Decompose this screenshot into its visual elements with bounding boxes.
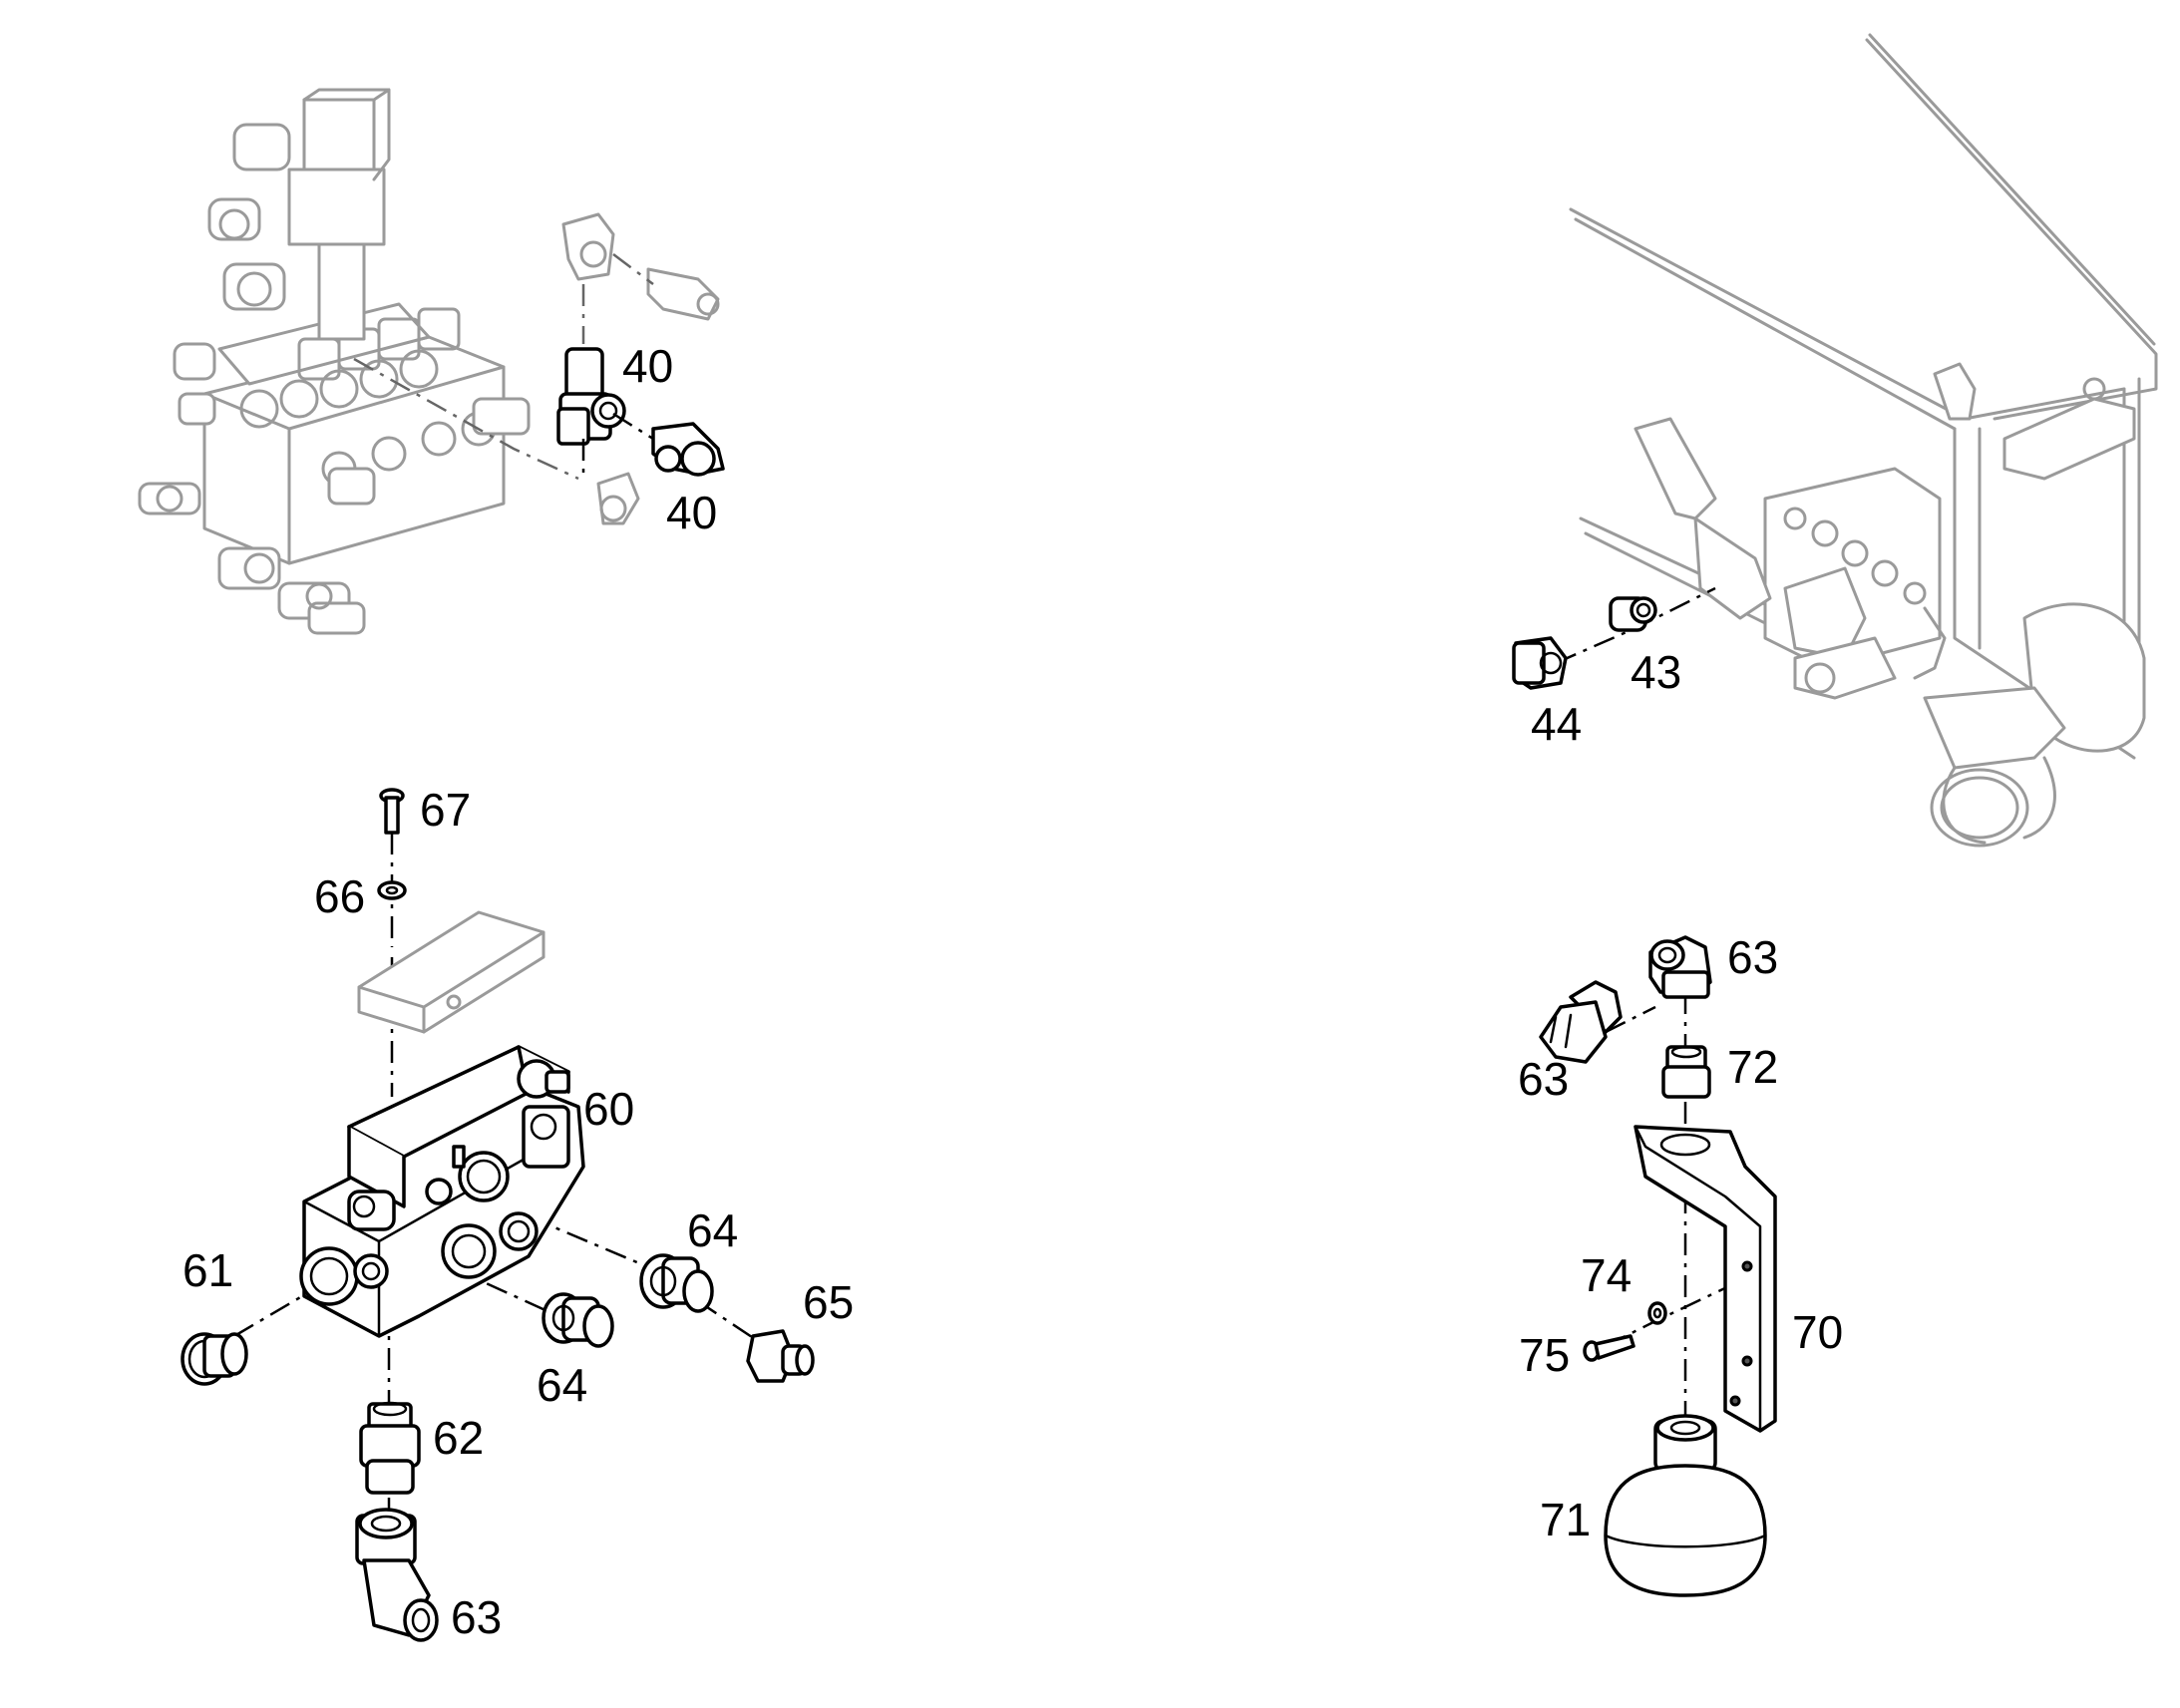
elbow-fitting-ghost-lower	[596, 472, 640, 525]
callout-70: 70	[1792, 1306, 1843, 1358]
adapter-72[interactable]	[1661, 1045, 1711, 1099]
elbow-fitting-63-upper[interactable]	[1648, 935, 1712, 999]
valve-body-60[interactable]	[299, 1045, 585, 1338]
valve-block-assembly	[138, 88, 531, 635]
callout-64-lower: 64	[537, 1359, 587, 1411]
callout-63-left: 63	[1518, 1053, 1569, 1105]
plug-61[interactable]	[181, 1332, 248, 1386]
elbow-fitting-63-left[interactable]	[1539, 980, 1623, 1064]
frame-tank-context	[1569, 33, 2158, 848]
callout-62: 62	[433, 1412, 484, 1464]
callout-71: 71	[1540, 1494, 1591, 1545]
axis-line	[353, 357, 579, 481]
callout-74: 74	[1581, 1249, 1632, 1301]
callout-75: 75	[1519, 1329, 1570, 1381]
tee-fitting-40[interactable]	[556, 347, 626, 446]
elbow-fitting-ghost	[561, 212, 720, 321]
elbow-fitting-44[interactable]	[1512, 636, 1568, 690]
axis-line	[1605, 1005, 1656, 1034]
axis-line	[612, 253, 654, 285]
tee-fitting-40-lower[interactable]	[651, 422, 725, 477]
callout-64-upper: 64	[687, 1204, 738, 1256]
adapter-43[interactable]	[1609, 596, 1657, 632]
callout-63-bottom-left: 63	[451, 1591, 502, 1643]
axis-line	[233, 1284, 320, 1338]
callout-72: 72	[1727, 1041, 1778, 1093]
adapter-64-left[interactable]	[542, 1292, 614, 1348]
callout-63-top: 63	[1727, 931, 1778, 983]
callout-66: 66	[314, 870, 365, 922]
bracket-70[interactable]	[1634, 1125, 1777, 1433]
screw-75[interactable]	[1583, 1334, 1635, 1362]
axis-line	[528, 1214, 659, 1273]
callout-40-lower: 40	[666, 487, 717, 538]
adapter-62[interactable]	[359, 1401, 421, 1495]
callout-67: 67	[420, 784, 471, 836]
axis-line	[612, 412, 654, 441]
callout-65: 65	[803, 1276, 854, 1328]
adapter-64-right[interactable]	[639, 1253, 714, 1313]
elbow-fitting-63-lower[interactable]	[355, 1508, 439, 1642]
accumulator-71[interactable]	[1604, 1414, 1767, 1597]
callout-40-upper: 40	[622, 340, 673, 392]
washer-74[interactable]	[1647, 1301, 1667, 1325]
washer-66[interactable]	[377, 880, 407, 900]
cover-plate	[357, 910, 545, 1034]
callout-61: 61	[182, 1244, 233, 1296]
plug-65[interactable]	[746, 1329, 815, 1383]
callout-44: 44	[1531, 698, 1582, 750]
bolt-67[interactable]	[379, 788, 405, 835]
callout-60: 60	[583, 1083, 634, 1135]
callout-43: 43	[1631, 646, 1681, 698]
